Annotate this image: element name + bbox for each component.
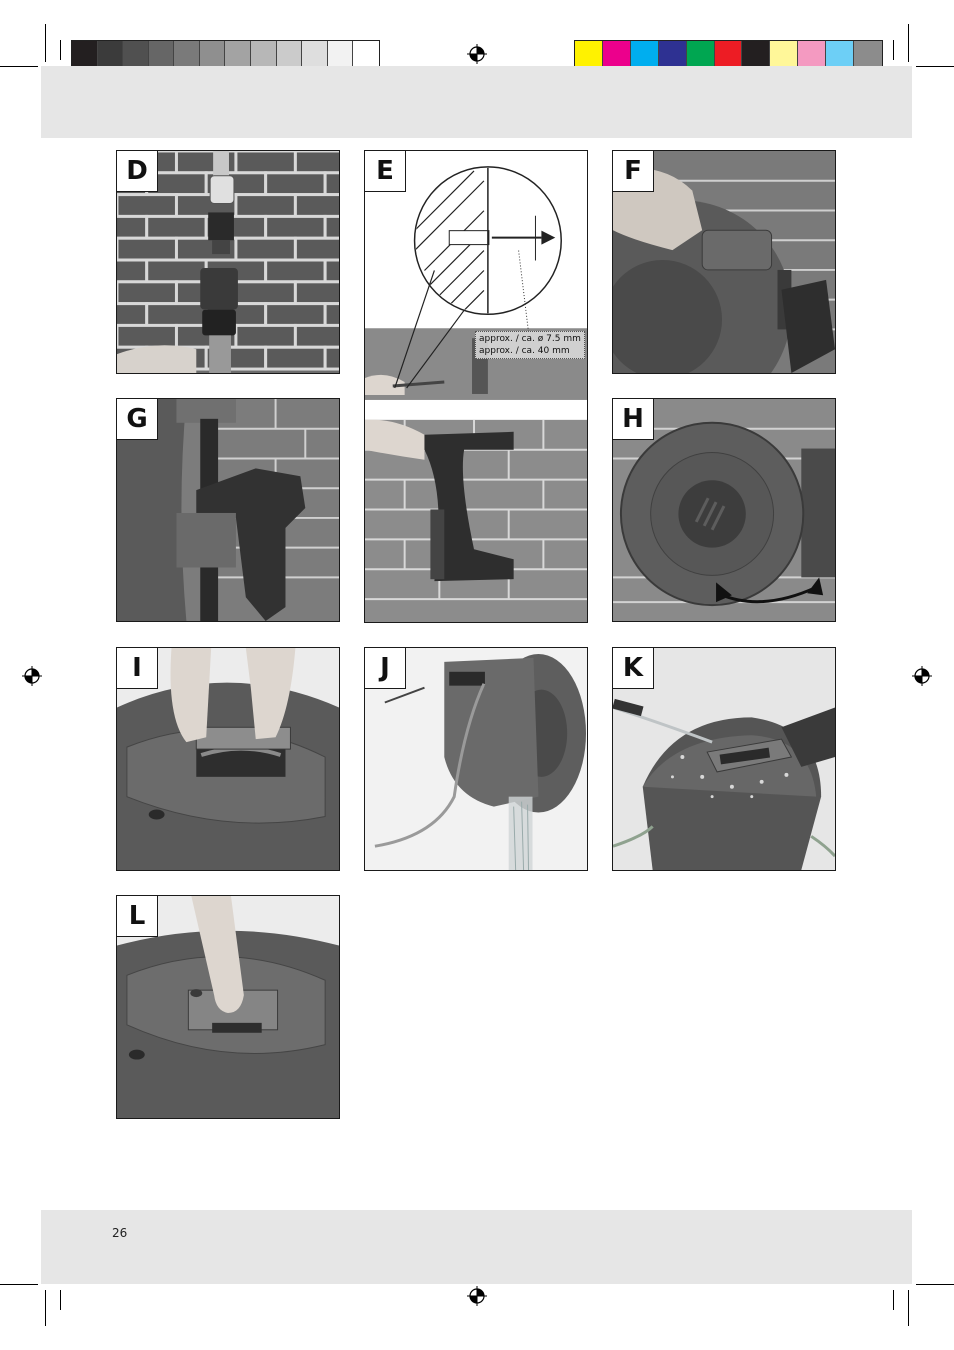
color-swatch [742, 41, 771, 68]
crop-mark [60, 40, 61, 60]
figure-panel-i: I [116, 647, 340, 871]
gray-swatch [72, 41, 98, 68]
panel-label: K [613, 648, 654, 689]
crop-mark [916, 1284, 954, 1285]
figure-panel-l: L [116, 895, 340, 1119]
color-swatch [602, 41, 631, 68]
gray-swatch [199, 41, 226, 68]
figure-panel-h: H [612, 398, 836, 622]
registration-mark-icon [22, 666, 42, 686]
crop-mark [0, 66, 38, 67]
crop-mark [45, 1290, 46, 1326]
color-swatch [575, 41, 603, 68]
crop-mark [916, 66, 954, 67]
gray-swatch [276, 41, 303, 68]
gray-swatch [123, 41, 149, 68]
footer-band [41, 1210, 912, 1284]
crop-mark [908, 1290, 909, 1326]
gray-swatch [353, 41, 379, 68]
grayscale-calibration-bar [71, 40, 380, 69]
color-swatch [714, 41, 743, 68]
color-swatch [798, 41, 827, 68]
crop-mark [60, 1290, 61, 1310]
crop-mark [45, 24, 46, 62]
drill-diameter-text: approx. / ca. ø 7.5 mm [479, 334, 581, 344]
figure-panel-g: G [116, 398, 340, 622]
crop-mark [893, 1290, 894, 1310]
crop-mark [908, 24, 909, 62]
color-swatch [826, 41, 855, 68]
reel-rotate-photo [613, 399, 835, 621]
panel-label: G [117, 399, 158, 440]
figure-panel-e: E approx. / ca. ø 7.5 mm approx. / ca. 4… [364, 150, 588, 623]
figure-panel-d: D [116, 150, 340, 374]
panel-label: E [365, 151, 406, 192]
panel-label: I [117, 648, 158, 689]
gray-swatch [225, 41, 252, 68]
drill-diagram [365, 151, 587, 622]
crop-mark [0, 1284, 38, 1285]
bracket-photo [117, 399, 339, 621]
gray-swatch [302, 41, 328, 68]
gray-swatch [97, 41, 124, 68]
drill-depth-text: approx. / ca. 40 mm [479, 346, 570, 356]
panel-label: J [365, 648, 406, 689]
color-swatch [630, 41, 659, 68]
reel-wet-photo [613, 648, 835, 870]
gray-swatch [251, 41, 277, 68]
registration-mark-icon [467, 44, 487, 64]
drill-dimension-note: approx. / ca. ø 7.5 mm approx. / ca. 40 … [475, 331, 585, 359]
panel-label: L [117, 896, 158, 937]
figure-panel-k: K [612, 647, 836, 871]
figure-panel-j: J [364, 647, 588, 871]
panel-label: F [613, 151, 654, 192]
gray-swatch [327, 41, 354, 68]
cover-press-photo [117, 896, 339, 1118]
color-swatch [854, 41, 882, 68]
cover-open-photo [117, 648, 339, 870]
registration-mark-icon [467, 1286, 487, 1306]
color-swatch [658, 41, 687, 68]
panel-label: D [117, 151, 158, 192]
crop-mark [893, 40, 894, 60]
color-swatch [686, 41, 715, 68]
registration-mark-icon [912, 666, 932, 686]
gray-swatch [148, 41, 175, 68]
panel-label: H [613, 399, 654, 440]
page-number: 26 [112, 1226, 128, 1240]
color-calibration-bar [574, 40, 883, 69]
figure-panel-f: F [612, 150, 836, 374]
gray-swatch [174, 41, 200, 68]
color-swatch [770, 41, 799, 68]
header-band [41, 66, 912, 138]
